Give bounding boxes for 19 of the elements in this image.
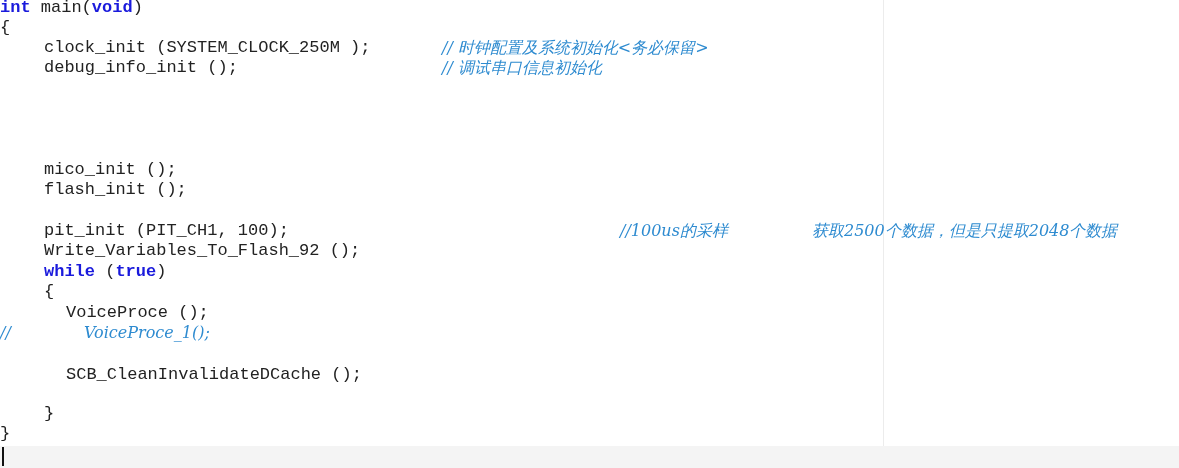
- code-comment: //100us的采样: [620, 221, 728, 241]
- code-comment: 获取2500个数据，但是只提取2048个数据: [812, 221, 1118, 241]
- code-line: VoiceProce ();: [66, 303, 209, 323]
- code-line: while (true): [44, 262, 167, 282]
- brace: }: [44, 404, 55, 424]
- brace: {: [0, 18, 11, 38]
- code-line: flash_init ();: [44, 180, 187, 200]
- code-line: mico_init ();: [44, 160, 177, 180]
- code-comment: // 时钟配置及系统初始化<务必保留>: [442, 38, 709, 58]
- brace: }: [0, 424, 11, 444]
- code-line: int main(void): [0, 0, 143, 18]
- code-comment: VoiceProce_1();: [84, 323, 210, 343]
- code-line: pit_init (PIT_CH1, 100);: [44, 221, 289, 241]
- code-line: debug_info_init ();: [44, 58, 238, 78]
- brace: {: [44, 282, 55, 302]
- code-line: SCB_CleanInvalidateDCache ();: [66, 365, 362, 385]
- code-line: clock_init (SYSTEM_CLOCK_250M );: [44, 38, 371, 58]
- code-comment: // 调试串口信息初始化: [442, 58, 602, 78]
- code-line: Write_Variables_To_Flash_92 ();: [44, 241, 361, 261]
